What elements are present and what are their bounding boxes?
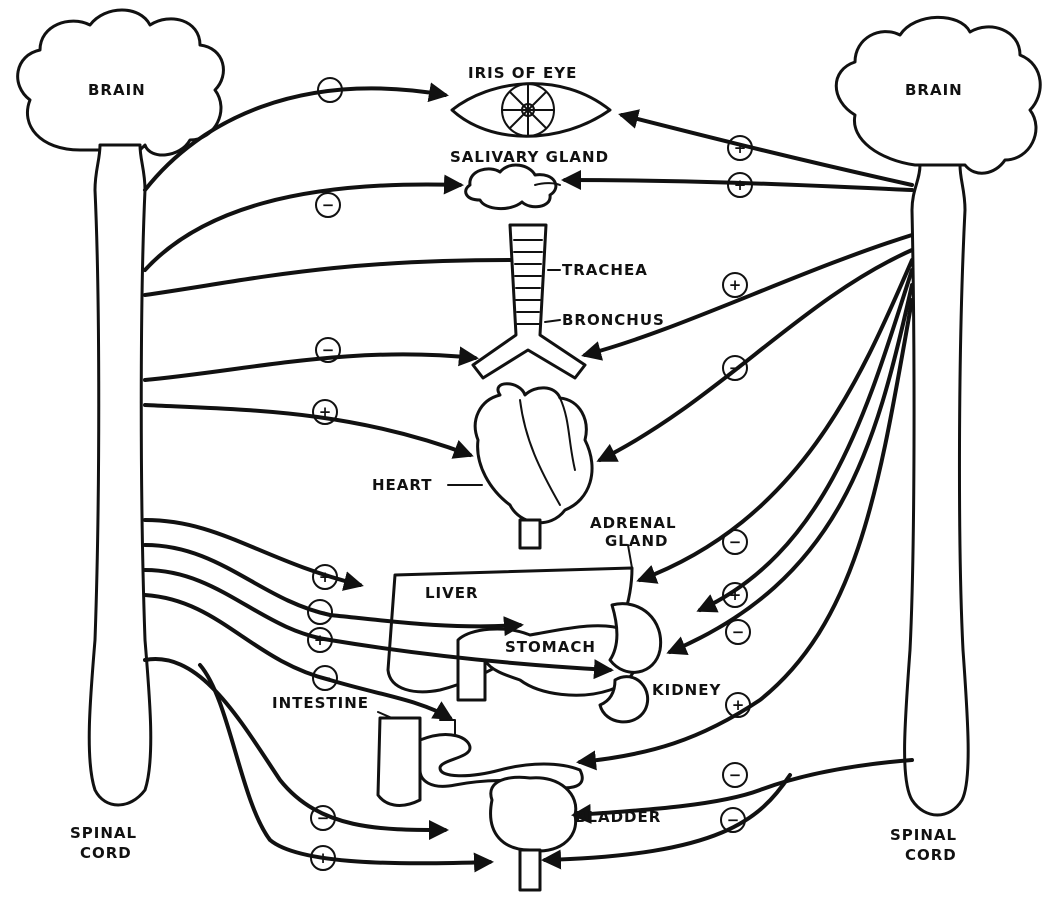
svg-text:−: −: [729, 766, 742, 784]
left-spinal-cord: [89, 145, 151, 805]
label-liver: LIVER: [425, 584, 479, 602]
label-cord-right: CORD: [905, 846, 957, 864]
eye-iris: [452, 84, 610, 137]
label-salivary: SALIVARY GLAND: [450, 148, 609, 166]
signs-left: − − − + + − + − − +: [308, 78, 342, 870]
sign-right-bladder-outlet: −: [721, 808, 745, 832]
svg-text:+: +: [734, 139, 747, 157]
svg-text:−: −: [729, 359, 742, 377]
label-cord-left: CORD: [80, 844, 132, 862]
sign-right-bladder: −: [723, 763, 747, 787]
svg-text:+: +: [319, 403, 332, 421]
svg-text:−: −: [322, 196, 335, 214]
label-stomach: STOMACH: [505, 638, 596, 656]
svg-text:+: +: [729, 276, 742, 294]
label-kidney: KIDNEY: [652, 681, 721, 699]
svg-text:−: −: [322, 341, 335, 359]
svg-text:−: −: [732, 623, 745, 641]
svg-text:+: +: [314, 631, 327, 649]
sign-right-intestine: +: [726, 693, 750, 717]
label-trachea: TRACHEA: [562, 261, 648, 279]
right-nerves: [545, 115, 912, 860]
sign-right-heart: −: [723, 356, 747, 380]
label-brain-left: BRAIN: [88, 81, 146, 99]
heart: [475, 384, 592, 548]
label-iris: IRIS OF EYE: [468, 64, 577, 82]
svg-text:+: +: [729, 586, 742, 604]
sign-right-stomach: −: [726, 620, 750, 644]
svg-text:−: −: [324, 81, 337, 99]
svg-text:−: −: [319, 669, 332, 687]
trachea-bronchus: [473, 225, 585, 378]
svg-text:−: −: [314, 603, 327, 621]
bladder: [491, 777, 576, 890]
label-brain-right: BRAIN: [905, 81, 963, 99]
label-spinal-right: SPINAL: [890, 826, 957, 844]
label-heart: HEART: [372, 476, 433, 494]
svg-text:+: +: [319, 568, 332, 586]
svg-text:−: −: [317, 809, 330, 827]
label-bladder: BLADDER: [575, 808, 661, 826]
svg-text:+: +: [734, 176, 747, 194]
svg-text:−: −: [727, 811, 740, 829]
label-adrenal: ADRENAL: [590, 514, 677, 532]
label-bronchus: BRONCHUS: [562, 311, 665, 329]
signs-right: + + + − − + − + − −: [721, 136, 752, 832]
label-intestine: INTESTINE: [272, 694, 369, 712]
label-spinal-left: SPINAL: [70, 824, 137, 842]
sign-right-bronchus: +: [723, 273, 747, 297]
svg-text:+: +: [732, 696, 745, 714]
salivary-gland: [466, 165, 560, 209]
sign-left-heart: +: [313, 400, 337, 424]
svg-text:−: −: [729, 533, 742, 551]
label-gland: GLAND: [605, 532, 668, 550]
sign-left-bronchus: −: [316, 338, 340, 362]
sign-right-adrenal: −: [723, 530, 747, 554]
sign-left-salivary: −: [316, 193, 340, 217]
svg-text:+: +: [317, 849, 330, 867]
right-spinal-cord: [905, 165, 969, 815]
